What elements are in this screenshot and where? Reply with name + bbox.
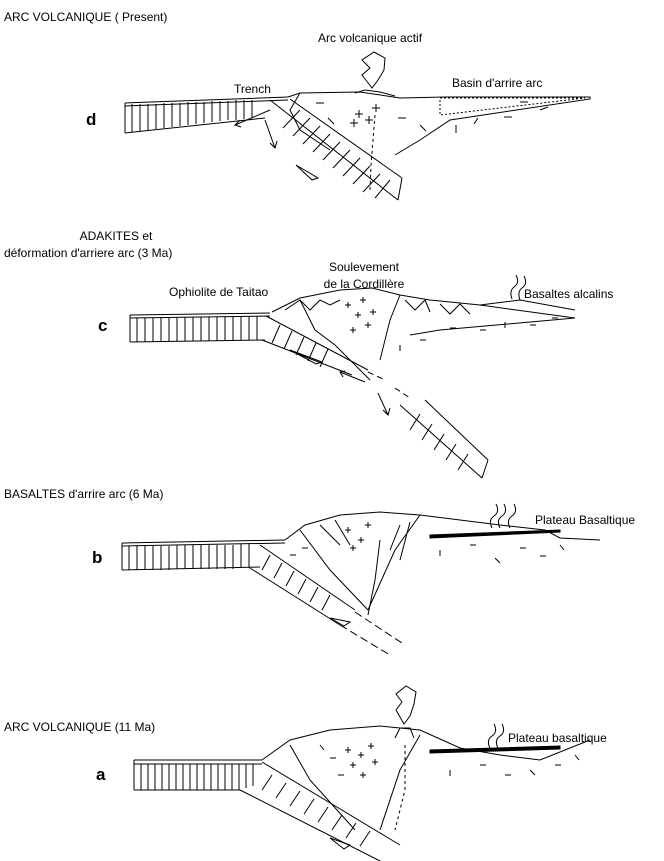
panel-c-stage-title-line2: déformation d'arriere arc (3 Ma) (4, 246, 172, 260)
panel-c-alkaline-basalt-label: Basaltes alcalins (524, 287, 613, 301)
panel-d-stage-title: ARC VOLCANIQUE ( Present) (4, 10, 167, 24)
panel-a-letter: a (96, 765, 105, 785)
panel-b-plateau-label: Plateau Basaltique (535, 513, 635, 527)
panel-d-cross-section (125, 52, 590, 200)
panel-c-ophiolite-label: Ophiolite de Taitao (169, 285, 268, 299)
panel-c-letter: c (98, 316, 107, 336)
panel-b-letter: b (92, 548, 102, 568)
panel-a-cross-section (134, 686, 590, 861)
panel-d-trench-label: Trench (234, 82, 271, 96)
panel-c-stage-title-line1: ADAKITES et (0, 229, 232, 243)
panel-a-plateau-label: Plateau basaltique (508, 731, 607, 745)
panel-b-stage-title: BASALTES d'arrire arc (6 Ma) (4, 487, 163, 501)
panel-d-basin-label: Basin d'arrire arc (452, 76, 542, 90)
panel-b-cross-section (122, 504, 600, 655)
panel-c-cross-section (130, 275, 575, 478)
panel-d-letter: d (86, 110, 96, 130)
panel-c-uplift-label-line1: Soulevement (300, 260, 428, 274)
panel-d-arc-label: Arc volcanique actif (318, 31, 422, 45)
panel-a-stage-title: ARC VOLCANIQUE (11 Ma) (4, 720, 155, 734)
panel-c-uplift-label-line2: de la Cordillère (300, 277, 428, 291)
